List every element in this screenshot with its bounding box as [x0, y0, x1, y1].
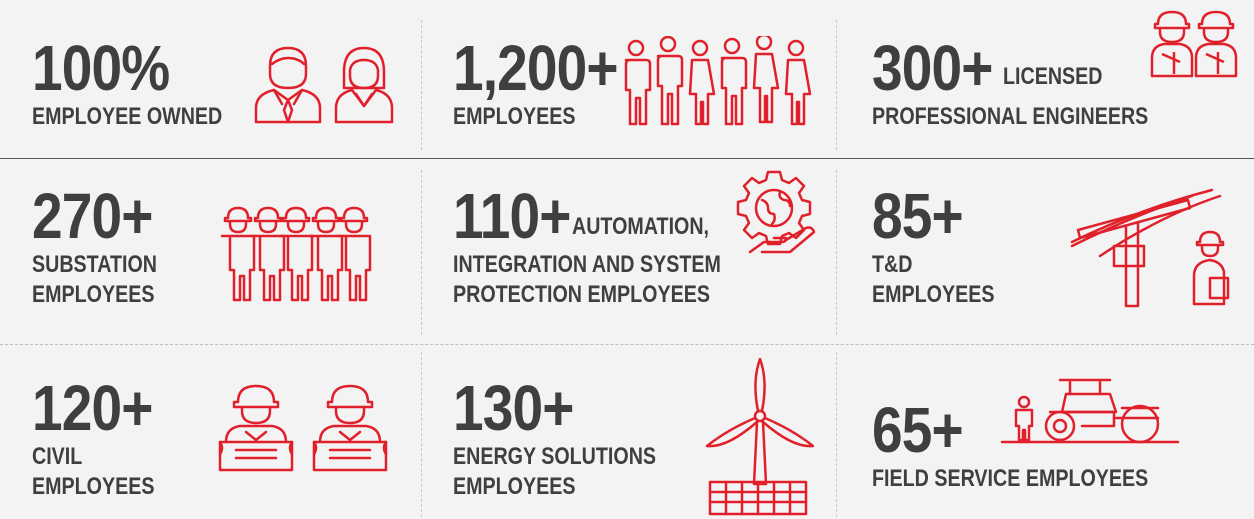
stat-label-line-1: ENERGY SOLUTIONS: [453, 443, 657, 470]
stat-label-line-2: PROTECTION EMPLOYEES: [453, 281, 710, 308]
stat-number: 110+: [453, 180, 571, 252]
stat-field-service: 65+ FIELD SERVICE EMPLOYEES: [872, 398, 1209, 494]
column-divider: [836, 170, 837, 335]
road-roller-worker-icon: [1000, 374, 1180, 446]
stat-number: 1,200+: [453, 32, 619, 104]
stat-energy-solutions: 130+ ENERGY SOLUTIONS EMPLOYEES: [453, 376, 701, 502]
column-divider: [421, 20, 422, 150]
engineers-icon: [1150, 10, 1242, 78]
stat-civil: 120+ CIVIL EMPLOYEES: [32, 376, 181, 502]
stat-engineers: 300+ PROFESSIONAL ENGINEERS: [872, 36, 1209, 132]
stat-automation: 110+ INTEGRATION AND SYSTEM PROTECTION E…: [453, 184, 780, 310]
column-divider: [421, 352, 422, 517]
stat-label-line-1: CIVIL: [32, 443, 83, 470]
stat-label-inline: AUTOMATION,: [572, 213, 710, 240]
stat-employee-owned: 100% EMPLOYEE OWNED: [32, 36, 264, 132]
stat-label-line-2: EMPLOYEES: [32, 473, 155, 500]
people-group-icon: [620, 36, 816, 128]
stat-label-line-2: EMPLOYEES: [32, 281, 155, 308]
engineers-blueprint-icon: [216, 384, 396, 474]
stat-label-line-2: EMPLOYEES: [453, 473, 576, 500]
stat-number: 270+: [32, 180, 153, 252]
stat-number: 85+: [872, 180, 964, 252]
stat-td: 85+ T&D EMPLOYEES: [872, 184, 1021, 310]
stat-label: FIELD SERVICE EMPLOYEES: [872, 465, 1149, 492]
stat-label-line-1: INTEGRATION AND SYSTEM: [453, 251, 721, 278]
stat-label: EMPLOYEE OWNED: [32, 103, 223, 130]
stat-number: 300+: [872, 32, 993, 104]
stat-number: 120+: [32, 372, 153, 444]
stat-label: EMPLOYEES: [453, 103, 576, 130]
gear-globe-hand-icon: [728, 166, 824, 262]
row-divider-dashed: [0, 344, 1254, 345]
column-divider: [836, 20, 837, 150]
stat-label-inline: LICENSED: [1003, 63, 1103, 90]
workers-group-icon: [218, 206, 378, 302]
stat-label-line-2: EMPLOYEES: [872, 281, 995, 308]
stat-label: PROFESSIONAL ENGINEERS: [872, 103, 1149, 130]
stat-label-line-1: SUBSTATION: [32, 251, 157, 278]
power-pole-worker-icon: [1070, 186, 1240, 310]
business-people-icon: [252, 44, 394, 124]
stat-substation: 270+ SUBSTATION EMPLOYEES: [32, 184, 184, 310]
stat-label-line-1: T&D: [872, 251, 913, 278]
stat-employees: 1,200+ EMPLOYEES: [453, 36, 645, 132]
row-divider-solid: [0, 158, 1254, 159]
stat-number: 65+: [872, 394, 964, 466]
column-divider: [421, 170, 422, 335]
wind-turbine-solar-icon: [704, 356, 814, 516]
stat-number: 100%: [32, 32, 170, 104]
stat-number: 130+: [453, 372, 574, 444]
column-divider: [836, 352, 837, 517]
